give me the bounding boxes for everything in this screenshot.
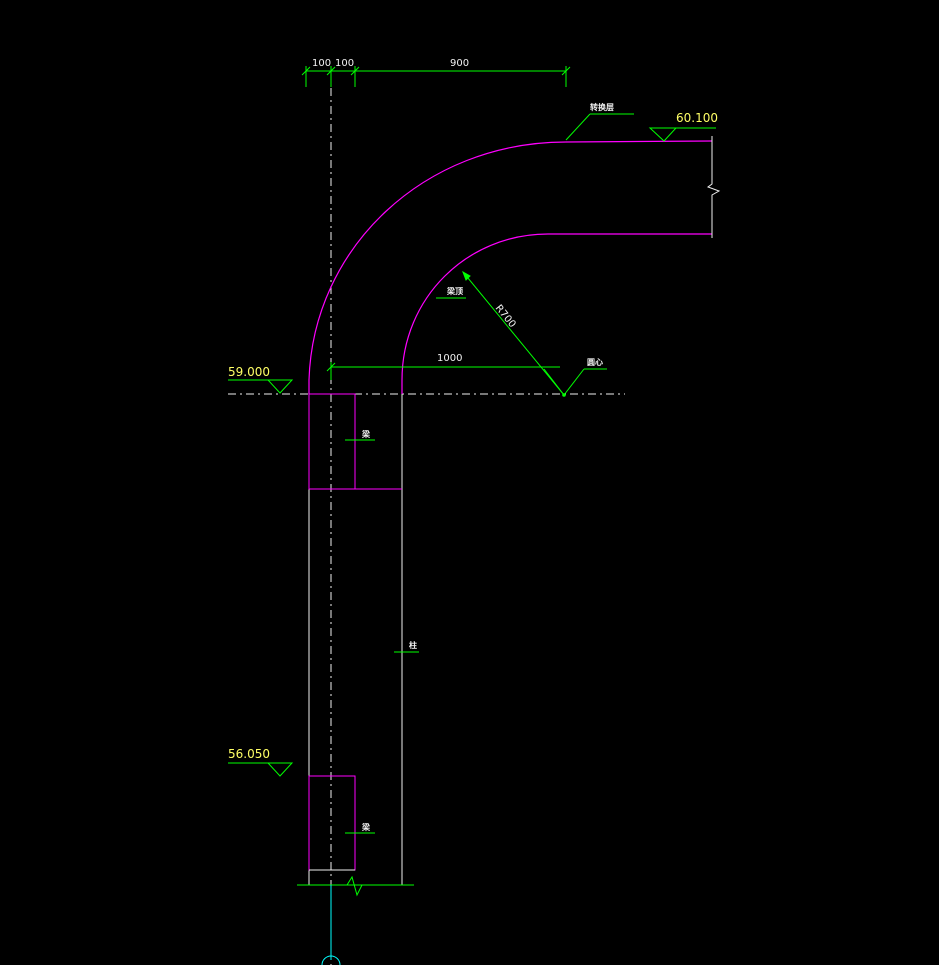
inner-bent-profile <box>401 233 712 394</box>
top-dimension-right: 900 <box>450 58 469 69</box>
top-note-leader <box>565 113 591 141</box>
upper-beam-note: 梁 <box>361 429 371 439</box>
offset-dimension-text: 1000 <box>437 353 462 364</box>
top-dimension-tick-3 <box>350 66 360 76</box>
center-point-label: 圆心 <box>587 357 603 367</box>
center-point-marker <box>562 393 566 397</box>
right-break-line <box>706 136 721 238</box>
mid-elevation-text: 59.000 <box>228 365 270 379</box>
outer-bent-profile <box>308 140 713 394</box>
bottom-break-mark <box>346 875 363 897</box>
top-dimension-left: 100 <box>312 58 331 69</box>
bottom-axis-bubble <box>321 955 341 965</box>
top-elevation-text: 60.100 <box>676 111 718 125</box>
offset-dimension-tick-left <box>326 362 336 372</box>
top-note-label: 转换层 <box>590 102 614 112</box>
center-mark-left <box>543 368 565 396</box>
top-elevation-triangle <box>648 127 678 142</box>
upper-beam-section <box>308 393 356 490</box>
column-note: 柱 <box>409 640 417 650</box>
arc-note-label: 梁顶 <box>446 286 463 296</box>
top-dimension-middle: 100 <box>335 58 354 69</box>
top-dimension-tick-2 <box>326 66 336 76</box>
top-dimension-tick-1 <box>301 66 311 76</box>
radius-arrowhead <box>462 270 471 281</box>
radius-line <box>462 271 565 396</box>
lower-elevation-text: 56.050 <box>228 747 270 761</box>
center-mark-right <box>563 368 585 396</box>
mid-elevation-triangle <box>266 379 294 394</box>
top-dimension-tick-4 <box>561 66 571 76</box>
lower-elevation-triangle <box>266 762 294 777</box>
lower-beam-note: 梁 <box>361 822 371 832</box>
